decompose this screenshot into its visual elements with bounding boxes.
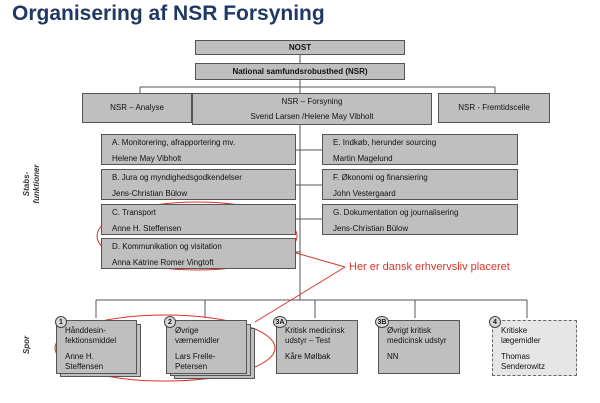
track-2-line2: værnemidler bbox=[175, 336, 220, 345]
staff-a-title: A. Monitorering, afrapportering mv. bbox=[112, 138, 236, 147]
staff-g-person: Jens-Christian Bülow bbox=[333, 224, 409, 233]
track-1-badge: 1 bbox=[55, 316, 67, 328]
track-4-line1: Kritiske bbox=[501, 326, 528, 335]
track-box-4: Kritiske lægemidler Thomas Senderowitz bbox=[492, 320, 577, 376]
nsr-fremtidscelle-label: NSR - Fremtidscelle bbox=[458, 103, 530, 112]
staff-box-g: G. Dokumentation og journalisering Jens-… bbox=[322, 204, 518, 235]
track-box-1: Hånddesin- fektionsmiddel Anne H. Steffe… bbox=[56, 320, 137, 374]
staff-functions-text: Stabs- funktioner bbox=[22, 164, 41, 204]
staff-box-f: F. Økonomi og finansiering John Vesterga… bbox=[322, 169, 518, 200]
track-3a-line1: Kritisk medicinsk bbox=[285, 326, 345, 335]
track-4-line3: Thomas bbox=[501, 352, 530, 361]
track-4-line4: Senderowitz bbox=[501, 362, 546, 371]
nsr-label: National samfundsrobusthed (NSR) bbox=[232, 66, 368, 76]
track-1-line4: Steffensen bbox=[65, 362, 104, 371]
page-title: Organisering af NSR Forsyning bbox=[12, 2, 325, 25]
staff-g-title: G. Dokumentation og journalisering bbox=[333, 208, 459, 217]
track-3a-badge-text: 3A bbox=[275, 318, 285, 326]
tracks-text: Spor bbox=[22, 335, 31, 355]
track-4-badge-text: 4 bbox=[493, 318, 497, 326]
track-box-2: Øvrige værnemidler Lars Frelle- Petersen bbox=[166, 320, 247, 374]
staff-a-person: Helene May Vibholt bbox=[112, 154, 182, 163]
staff-e-person: Martin Magelund bbox=[333, 154, 393, 163]
track-2-line4: Petersen bbox=[175, 362, 208, 371]
nost-label: NOST bbox=[288, 42, 312, 52]
staff-box-e: E. Indkøb, herunder sourcing Martin Mage… bbox=[322, 134, 518, 165]
staff-c-person: Anne H. Steffensen bbox=[112, 224, 182, 233]
staff-box-b: B. Jura og myndighedsgodkendelser Jens-C… bbox=[101, 169, 296, 200]
track-2-line3: Lars Frelle- bbox=[175, 352, 216, 361]
track-2-line1: Øvrige bbox=[175, 326, 199, 335]
staff-f-title: F. Økonomi og finansiering bbox=[333, 173, 428, 182]
staff-d-title: D. Kommunikation og visitation bbox=[112, 242, 222, 251]
track-1-line1: Hånddesin- bbox=[65, 326, 106, 335]
nsr-box: National samfundsrobusthed (NSR) bbox=[195, 63, 405, 80]
staff-box-a: A. Monitorering, afrapportering mv. Hele… bbox=[101, 134, 296, 165]
staff-box-d: D. Kommunikation og visitation Anna Katr… bbox=[101, 238, 296, 269]
track-2-badge: 2 bbox=[164, 316, 176, 328]
track-box-3b: Øvrigt kritisk medicinsk udstyr NN bbox=[378, 320, 460, 374]
track-1-line2: fektionsmiddel bbox=[65, 336, 117, 345]
track-box-3a: Kritisk medicinsk udstyr – Test Kåre Møl… bbox=[276, 320, 358, 374]
nsr-analyse-box: NSR – Analyse bbox=[82, 93, 192, 123]
track-3b-line3: NN bbox=[387, 352, 399, 361]
track-3a-badge: 3A bbox=[273, 316, 287, 328]
track-1-line3: Anne H. bbox=[65, 352, 94, 361]
staff-functions-label: Stabs- funktioner bbox=[22, 149, 42, 219]
nost-box: NOST bbox=[195, 40, 405, 55]
callout-text: Her er dansk erhvervsliv placeret bbox=[349, 261, 510, 273]
tracks-label: Spor bbox=[22, 330, 32, 360]
nsr-forsyning-box: NSR – Forsyning Svend Larsen /Helene May… bbox=[192, 93, 432, 125]
track-3b-badge: 3B bbox=[375, 316, 389, 328]
staff-f-person: John Vestergaard bbox=[333, 189, 396, 198]
track-3a-line2: udstyr – Test bbox=[285, 336, 331, 345]
track-4-badge: 4 bbox=[489, 316, 501, 328]
staff-e-title: E. Indkøb, herunder sourcing bbox=[333, 138, 437, 147]
nsr-analyse-label: NSR – Analyse bbox=[110, 103, 164, 112]
track-2-badge-text: 2 bbox=[168, 318, 172, 326]
staff-b-person: Jens-Christian Bülow bbox=[112, 189, 188, 198]
nsr-forsyning-leads: Svend Larsen /Helene May Vibholt bbox=[250, 111, 374, 121]
track-3a-line3: Kåre Mølbak bbox=[285, 352, 331, 361]
track-3b-badge-text: 3B bbox=[377, 318, 387, 326]
track-3b-line2: medicinsk udstyr bbox=[387, 336, 447, 345]
track-1-badge-text: 1 bbox=[59, 318, 63, 326]
staff-c-title: C. Transport bbox=[112, 208, 157, 217]
track-4-line2: lægemidler bbox=[501, 336, 541, 345]
track-3b-line1: Øvrigt kritisk bbox=[387, 326, 431, 335]
nsr-fremtidscelle-box: NSR - Fremtidscelle bbox=[438, 93, 550, 123]
staff-box-c: C. Transport Anne H. Steffensen bbox=[101, 204, 296, 235]
nsr-forsyning-title: NSR – Forsyning bbox=[281, 96, 343, 106]
staff-d-person: Anna Katrine Romer Vingtoft bbox=[112, 258, 214, 267]
staff-b-title: B. Jura og myndighedsgodkendelser bbox=[112, 173, 242, 182]
